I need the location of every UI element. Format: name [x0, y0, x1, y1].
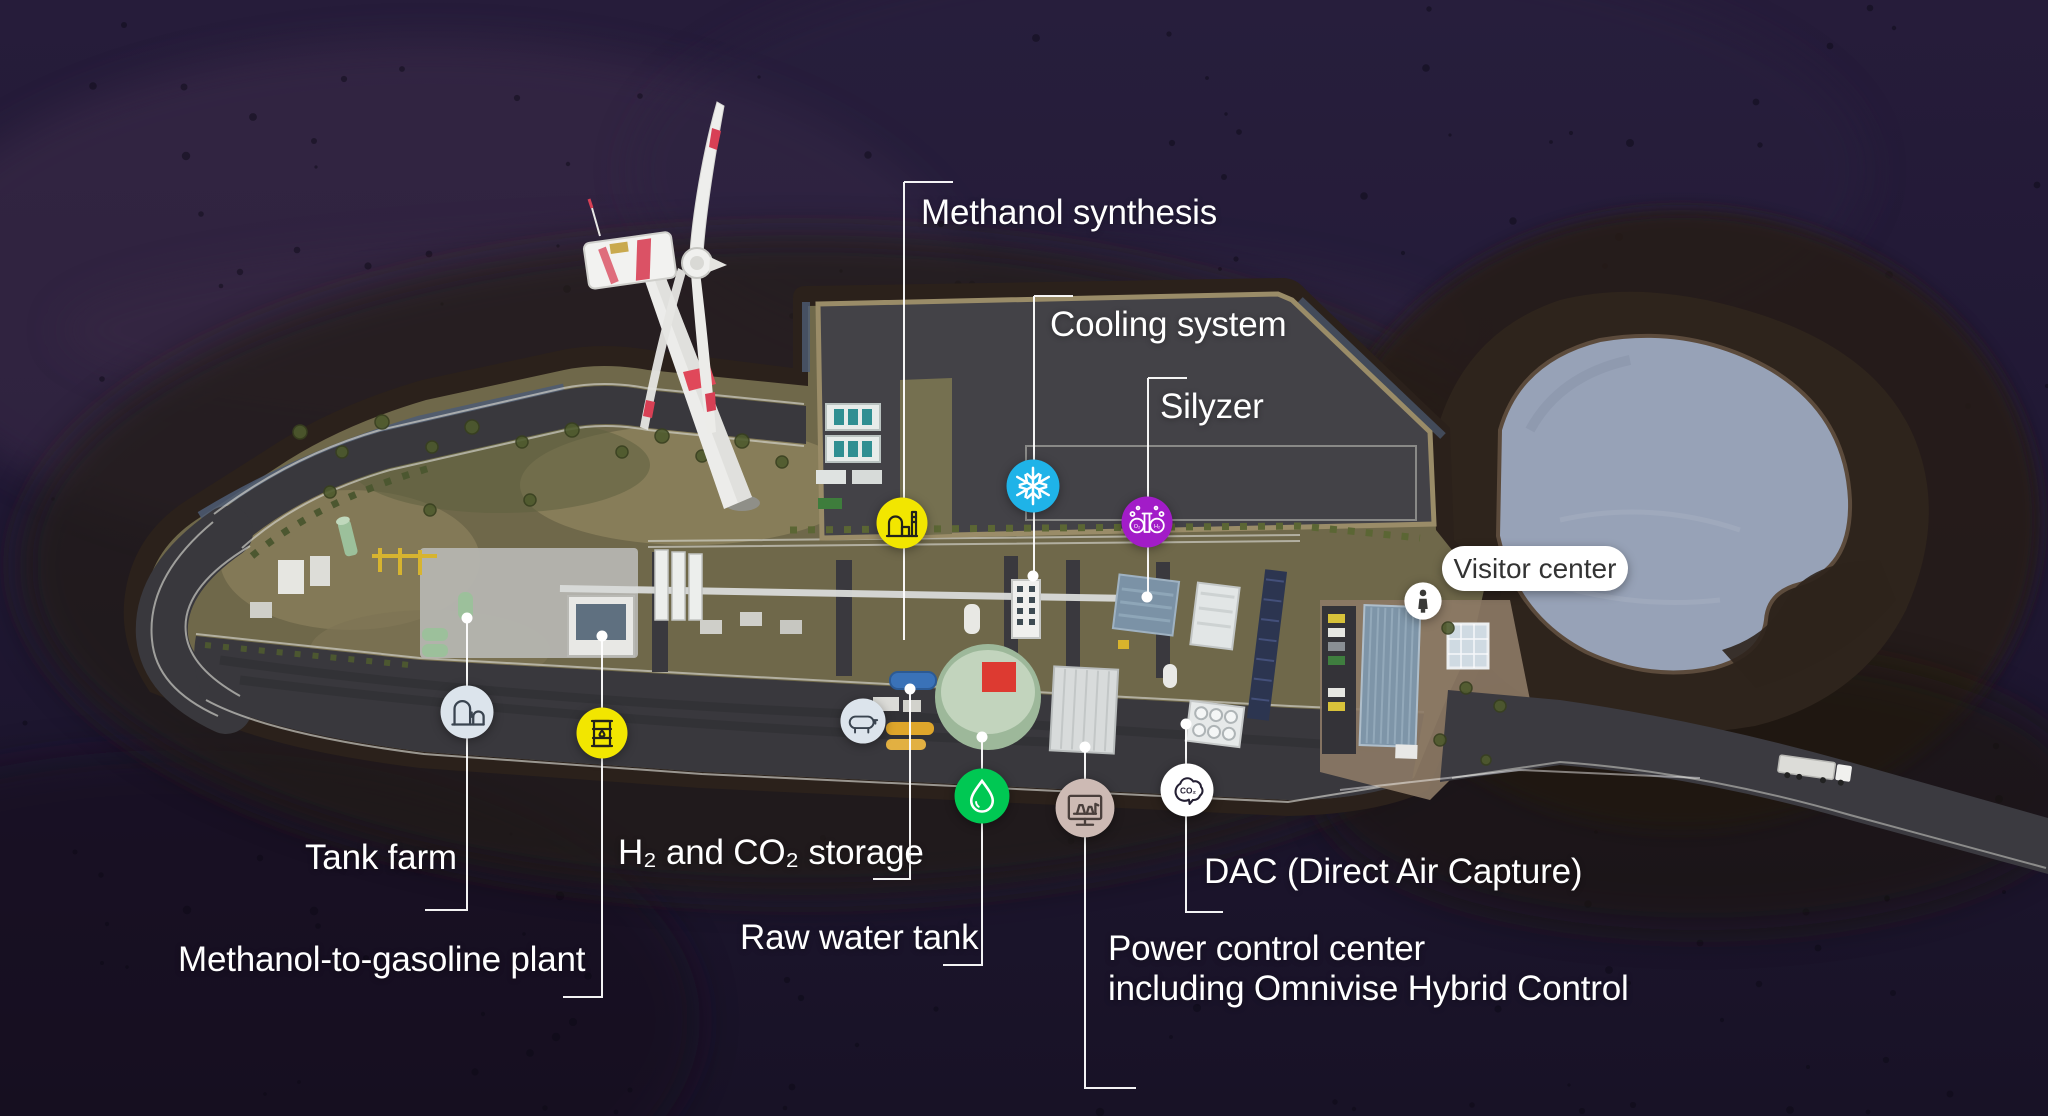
visitor-center-building: [1358, 604, 1422, 759]
o2-label: O₂: [1134, 524, 1140, 530]
label-methanol-synthesis: Methanol synthesis: [921, 193, 1218, 232]
shrubs: [292, 414, 1507, 766]
label-power-control-line1: Power control center: [1108, 929, 1425, 968]
label-cooling-system: Cooling system: [1050, 305, 1287, 344]
storage-tanks-icon[interactable]: [440, 685, 494, 739]
cooling-rack: [1011, 579, 1041, 639]
leader-anchor-dots: [461, 570, 1192, 753]
exit-road: [1339, 690, 2048, 874]
visitor-center-pill[interactable]: Visitor center: [1442, 546, 1628, 591]
info-icon[interactable]: [1404, 582, 1442, 620]
container-blocks: [816, 403, 882, 509]
electrolyzer-icon[interactable]: O₂ H₂: [1121, 496, 1173, 548]
dac-units: [1184, 699, 1246, 749]
truck: [1777, 754, 1852, 786]
label-h2-co2-storage: H₂ and CO₂ storage: [618, 833, 924, 872]
label-silyzer: Silyzer: [1160, 387, 1264, 426]
label-dac: DAC (Direct Air Capture): [1204, 852, 1583, 891]
co2-cloud-icon[interactable]: CO₂: [1160, 763, 1214, 817]
wind-turbine: [582, 101, 760, 511]
snowflake-icon[interactable]: [1006, 459, 1060, 513]
label-methanol-to-gasoline: Methanol-to-gasoline plant: [178, 940, 586, 979]
process-strip: [654, 549, 1288, 755]
silyzer-building: [1111, 573, 1181, 637]
control-monitor-icon[interactable]: [1055, 778, 1115, 838]
label-raw-water-tank: Raw water tank: [740, 918, 979, 957]
site-platform: [123, 278, 1502, 816]
fuel-barrel-icon[interactable]: [576, 707, 628, 759]
skylight-structure: [1446, 622, 1490, 670]
power-control-building: [1048, 665, 1120, 755]
co2-text: CO₂: [1180, 786, 1196, 796]
factory-icon[interactable]: [876, 497, 928, 549]
label-power-control: Power control center including Omnivise …: [1108, 929, 1629, 1009]
label-power-control-line2: including Omnivise Hybrid Control: [1108, 969, 1629, 1008]
gas-tank-icon[interactable]: [840, 698, 886, 744]
water-drop-icon[interactable]: [954, 768, 1010, 824]
h2-label: H₂: [1154, 524, 1160, 530]
label-tank-farm: Tank farm: [305, 838, 457, 877]
